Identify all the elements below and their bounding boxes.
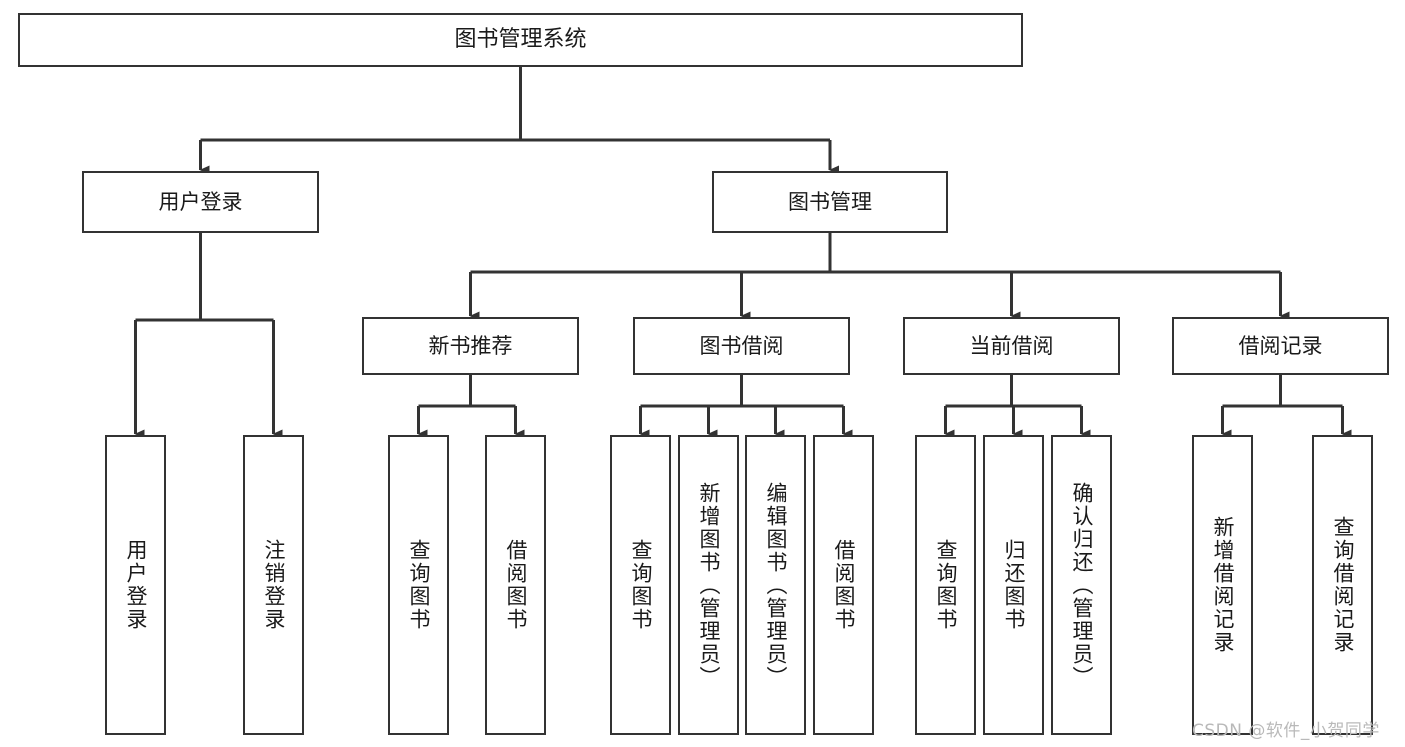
node-leaf-query-book-1[interactable]: 查询图书 [388, 435, 449, 735]
node-leaf-borrow-book-2[interactable]: 借阅图书 [813, 435, 874, 735]
node-book-manage[interactable]: 图书管理 [712, 171, 948, 233]
node-leaf-query-borrow-record[interactable]: 查询借阅记录 [1312, 435, 1373, 735]
node-new-book-recommend[interactable]: 新书推荐 [362, 317, 579, 375]
node-label: 借阅图书 [504, 539, 528, 631]
node-leaf-borrow-book-1[interactable]: 借阅图书 [485, 435, 546, 735]
node-book-borrow[interactable]: 图书借阅 [633, 317, 850, 375]
node-label: 图书管理 [788, 189, 872, 214]
node-leaf-add-book-admin[interactable]: 新增图书（管理员） [678, 435, 739, 735]
node-leaf-return-book[interactable]: 归还图书 [983, 435, 1044, 735]
node-label: 借阅记录 [1238, 333, 1323, 358]
node-label: 图书管理系统 [454, 27, 587, 53]
node-label: 图书借阅 [699, 333, 784, 358]
node-label: 新书推荐 [428, 333, 513, 358]
node-label: 新增借阅记录 [1211, 516, 1235, 654]
node-label: 编辑图书（管理员） [764, 481, 788, 689]
node-label: 注销登录 [262, 539, 286, 631]
node-label: 查询图书 [407, 539, 431, 631]
node-borrow-record[interactable]: 借阅记录 [1172, 317, 1389, 375]
node-root[interactable]: 图书管理系统 [18, 13, 1023, 67]
node-label: 归还图书 [1002, 539, 1026, 631]
node-label: 新增图书（管理员） [697, 481, 721, 689]
node-leaf-confirm-return-admin[interactable]: 确认归还（管理员） [1051, 435, 1112, 735]
node-leaf-add-borrow-record[interactable]: 新增借阅记录 [1192, 435, 1253, 735]
node-user-login[interactable]: 用户登录 [82, 171, 319, 233]
node-label: 查询图书 [629, 539, 653, 631]
node-label: 用户登录 [124, 539, 148, 631]
node-leaf-edit-book-admin[interactable]: 编辑图书（管理员） [745, 435, 806, 735]
node-label: 确认归还（管理员） [1070, 481, 1094, 689]
node-leaf-user-login[interactable]: 用户登录 [105, 435, 166, 735]
csdn-watermark: CSDN @软件_小贺同学 [1192, 721, 1380, 741]
node-leaf-query-book-3[interactable]: 查询图书 [915, 435, 976, 735]
node-leaf-logout-login[interactable]: 注销登录 [243, 435, 304, 735]
node-label: 当前借阅 [969, 333, 1054, 358]
node-label: 查询图书 [934, 539, 958, 631]
node-label: 借阅图书 [832, 539, 856, 631]
node-label: 用户登录 [158, 189, 243, 214]
node-current-borrow[interactable]: 当前借阅 [903, 317, 1120, 375]
node-label: 查询借阅记录 [1331, 516, 1355, 654]
node-leaf-query-book-2[interactable]: 查询图书 [610, 435, 671, 735]
